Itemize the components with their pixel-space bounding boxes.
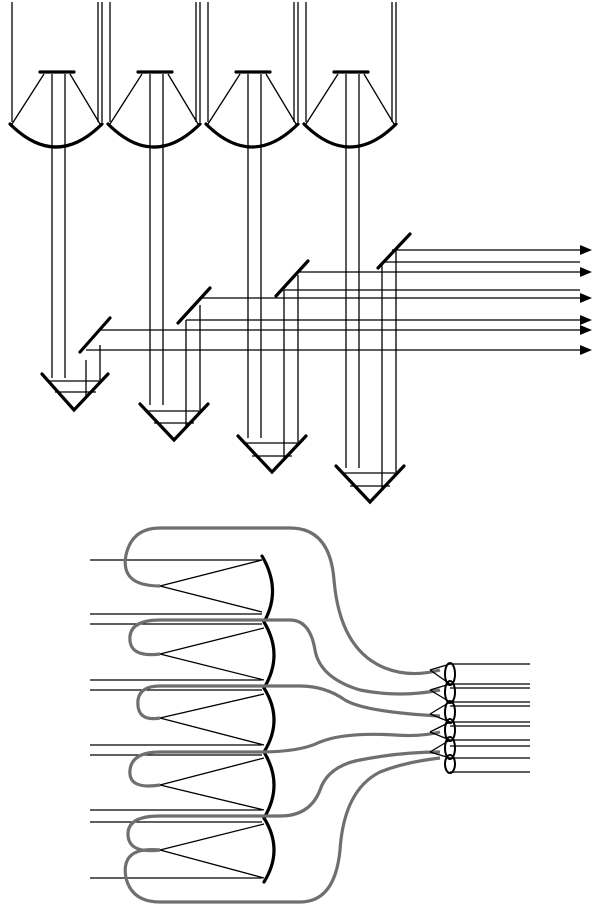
arrow-head — [580, 315, 592, 325]
primary-mirror — [302, 122, 398, 149]
light-ray — [265, 73, 297, 125]
primary-mirror — [8, 122, 104, 149]
pickoff-mirror-3 — [274, 259, 310, 298]
lenslet-2 — [444, 680, 456, 704]
bottom-mirror-2 — [262, 620, 276, 690]
fiber-6 — [123, 756, 441, 904]
pickoff-mirrors — [78, 232, 412, 354]
cone-ray — [159, 849, 265, 879]
cone-ray — [429, 721, 451, 733]
retroreflector-2 — [138, 402, 210, 443]
bottom-mirror-1 — [260, 554, 275, 624]
primary-mirror — [204, 122, 300, 149]
retroreflectors — [40, 250, 406, 505]
bottom-mirror-4 — [262, 750, 276, 820]
cone-ray — [159, 757, 265, 786]
fibers — [123, 526, 441, 904]
arrow-head — [580, 293, 592, 303]
output-rays — [450, 663, 530, 773]
cone-ray — [159, 717, 265, 746]
bottom-mirrors — [260, 554, 276, 884]
lenslet-3 — [444, 700, 456, 724]
bottom-mirror-5 — [262, 816, 276, 884]
cone-ray — [429, 731, 451, 741]
retroreflector-4 — [334, 464, 406, 505]
lenslet-6 — [444, 754, 456, 774]
fiber-5 — [126, 750, 441, 853]
cone-ray — [159, 559, 263, 587]
fiber-4 — [128, 730, 441, 788]
light-ray — [69, 73, 101, 125]
lenslet-5 — [444, 736, 456, 760]
fiber-2 — [128, 618, 441, 696]
input-rays — [90, 559, 262, 879]
telescope-array — [8, 2, 592, 505]
cone-ray — [159, 585, 263, 613]
output-lenslets — [429, 662, 456, 774]
arrow-head — [580, 345, 592, 355]
telescope-unit-4 — [302, 2, 398, 468]
cone-ray — [159, 693, 265, 719]
pickoff-mirror-1 — [78, 316, 112, 354]
fiber-3 — [136, 684, 441, 721]
retroreflector-3 — [236, 434, 308, 475]
arrow-head — [580, 245, 592, 255]
light-ray — [167, 73, 199, 125]
retroreflector-1 — [40, 372, 110, 413]
cone-ray — [429, 751, 451, 759]
cone-ray — [159, 823, 265, 851]
cone-ray — [429, 701, 451, 715]
cone-ray — [159, 653, 265, 681]
telescope-unit-3 — [204, 2, 300, 438]
pickoff-mirror-4 — [376, 232, 412, 270]
telescope-unit-1 — [8, 2, 104, 378]
cone-ray — [429, 713, 451, 723]
fiber-1 — [123, 526, 441, 676]
light-ray — [11, 73, 45, 125]
cone-ray — [429, 683, 451, 691]
output-beams — [86, 245, 592, 355]
primary-mirror — [106, 122, 202, 149]
cone-ray — [159, 627, 265, 655]
arrow-head — [580, 325, 592, 335]
light-ray — [363, 73, 395, 125]
light-ray — [109, 73, 143, 125]
pickoff-mirror-2 — [176, 286, 212, 325]
light-ray — [207, 73, 241, 125]
arrow-head — [580, 267, 592, 277]
cone-ray — [429, 689, 451, 703]
cone-ray — [429, 669, 451, 685]
cone-ray — [429, 663, 451, 671]
bottom-mirror-3 — [262, 686, 276, 754]
cone-ray — [429, 739, 451, 753]
lenslet-4 — [444, 718, 456, 742]
fiber-array — [90, 526, 530, 904]
focus-cones — [159, 559, 265, 879]
light-ray — [305, 73, 339, 125]
lenslet-1 — [444, 662, 456, 686]
cone-ray — [159, 784, 265, 811]
